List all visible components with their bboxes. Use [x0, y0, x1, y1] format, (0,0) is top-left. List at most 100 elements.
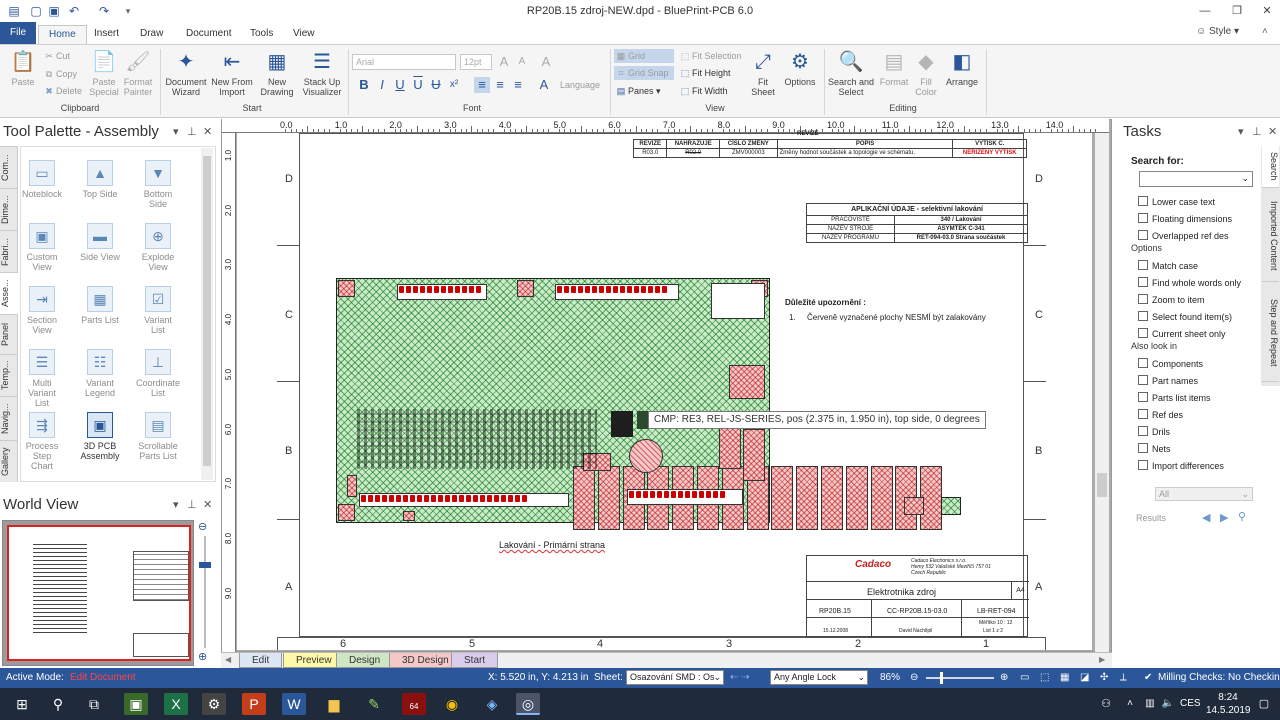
search-icon[interactable]: ⚲ [52, 696, 64, 712]
tab-home[interactable]: Home [38, 25, 87, 44]
help-icon[interactable]: ☺ [1196, 26, 1209, 37]
side-tab-imported-content[interactable]: Imported Content [1262, 190, 1279, 282]
font-family-select[interactable]: Arial [352, 54, 456, 70]
palette-item[interactable]: ▼Bottom Side [128, 160, 188, 209]
angle-lock-select[interactable]: Any Angle Lock⌄ [770, 670, 868, 685]
checkbox[interactable] [1138, 409, 1148, 419]
sheet-tab-design[interactable]: Design [336, 653, 394, 668]
zoom-out-button[interactable]: ⊖ [910, 672, 919, 683]
fit-sheet-button[interactable]: ⤢Fit Sheet [751, 51, 775, 97]
tasks-close-icon[interactable]: ✕ [1268, 126, 1278, 138]
search-icon[interactable]: ⚲ [1238, 511, 1247, 523]
relay-component[interactable] [821, 466, 843, 530]
search-select-button[interactable]: 🔍Search and Select [827, 51, 875, 97]
side-tab-search[interactable]: Search [1262, 146, 1279, 188]
palette-item[interactable]: ☑Variant List [128, 286, 188, 335]
previous-result-icon[interactable]: ◀ [1202, 512, 1211, 524]
drawing-sheet[interactable]: D C B A D C B A 6 5 4 3 2 1 REVIZE REVIZ… [237, 131, 1092, 650]
people-icon[interactable]: ⚇ [1101, 698, 1111, 710]
strikethrough-icon[interactable]: U [431, 77, 441, 92]
tab-draw[interactable]: Draw [140, 28, 164, 39]
undo-icon[interactable]: ↶ [68, 4, 80, 18]
bold-icon[interactable]: B [359, 77, 369, 92]
checkbox[interactable] [1138, 443, 1148, 453]
snap-icon[interactable]: ✣ [1100, 672, 1109, 683]
blueprint-taskbar-icon[interactable]: ◎ [516, 693, 540, 715]
text-effect-icon[interactable]: A [539, 77, 549, 92]
qat-dropdown-icon[interactable]: ▾ [125, 6, 131, 16]
palette-scrollbar[interactable] [201, 148, 213, 480]
checkbox[interactable] [1138, 260, 1148, 270]
fit-page-icon[interactable]: ⬚ [1040, 672, 1050, 683]
sheet-tab-start[interactable]: Start [451, 653, 499, 668]
palette-item[interactable]: ⊕Explode View [128, 223, 188, 272]
palette-item[interactable]: ▤Scrollable Parts List [128, 412, 188, 461]
palette-item[interactable]: ▣3D PCB Assembly [70, 412, 130, 461]
world-view-menu-icon[interactable]: ▾ [173, 499, 179, 511]
sheet-select[interactable]: Osazování SMD : Os⌄ [626, 670, 724, 685]
align-left-icon[interactable]: ≡ [474, 77, 490, 93]
cut-button[interactable]: ✂Cut [42, 49, 70, 63]
relay-component[interactable] [771, 466, 794, 530]
palette-item[interactable]: ⊥Coordinate List [128, 349, 188, 398]
pin-icon[interactable]: ⊥ [187, 126, 197, 138]
world-view-thumbnail[interactable] [2, 520, 194, 666]
grid-view-icon[interactable]: ▦ [1060, 672, 1070, 683]
option-checkbox[interactable]: Match case [1138, 260, 1198, 271]
tasks-pin-icon[interactable]: ⊥ [1252, 126, 1262, 138]
palette-close-icon[interactable]: ✕ [203, 126, 213, 138]
grow-font-icon[interactable]: A [499, 54, 509, 69]
network-icon[interactable]: ▥ [1145, 698, 1155, 709]
paste-special-button[interactable]: 📄Paste Special [89, 51, 119, 97]
sheet-tab-edit[interactable]: Edit [239, 653, 283, 668]
new-from-import-button[interactable]: ⇤New From Import [211, 51, 253, 97]
world-view-pin-icon[interactable]: ⊥ [187, 499, 197, 511]
language-button[interactable]: Language [560, 80, 601, 90]
look-in-checkbox[interactable]: Drils [1138, 426, 1170, 437]
checkbox[interactable] [1138, 328, 1148, 338]
word-icon[interactable]: W [282, 693, 306, 715]
look-in-checkbox[interactable]: Parts list items [1138, 392, 1211, 403]
close-button[interactable]: ✕ [1262, 5, 1272, 17]
grid-toggle[interactable]: ▦Grid [614, 49, 674, 63]
new-drawing-button[interactable]: ▦New Drawing [260, 51, 294, 97]
scroll-left-icon[interactable]: ◀ [225, 655, 232, 664]
fill-color-button[interactable]: ◆Fill Color [910, 49, 942, 97]
search-option-checkbox[interactable]: Lower case text [1138, 196, 1215, 207]
sheet-view-icon[interactable]: ▭ [1020, 672, 1030, 683]
checkbox[interactable] [1138, 196, 1148, 206]
app-icon[interactable]: ⚙ [202, 693, 226, 715]
search-for-input[interactable]: ⌄ [1139, 171, 1253, 187]
palette-item[interactable]: ☷Variant Legend [70, 349, 130, 398]
tab-file[interactable]: File [0, 22, 37, 44]
look-in-checkbox[interactable]: Components [1138, 358, 1203, 369]
maximize-button[interactable]: ❐ [1232, 5, 1242, 17]
checkbox[interactable] [1138, 392, 1148, 402]
relay-component[interactable] [573, 466, 595, 530]
app-icon[interactable]: 64 [402, 693, 426, 715]
tab-view[interactable]: View [293, 28, 315, 39]
chrome-icon[interactable]: ◉ [445, 696, 459, 712]
option-checkbox[interactable]: Current sheet only [1138, 328, 1226, 339]
checkbox[interactable] [1138, 294, 1148, 304]
search-option-checkbox[interactable]: Floating dimensions [1138, 213, 1232, 224]
relay-component[interactable] [597, 466, 620, 530]
checkbox[interactable] [1138, 230, 1148, 240]
next-result-icon[interactable]: ▶ [1220, 512, 1229, 524]
tab-document[interactable]: Document [186, 28, 232, 39]
format-button[interactable]: ▤Format [879, 51, 909, 87]
palette-item[interactable]: ☰Multi Variant List [12, 349, 72, 408]
grid-snap-toggle[interactable]: ⌗Grid Snap [614, 66, 674, 80]
save-icon[interactable]: ▣ [48, 4, 60, 18]
superscript-icon[interactable]: x² [449, 79, 459, 90]
file-explorer-icon[interactable]: ▆ [328, 696, 340, 712]
palette-item[interactable]: ⇥Section View [12, 286, 72, 335]
options-button[interactable]: ⚙Options [784, 51, 816, 87]
checkbox[interactable] [1138, 426, 1148, 436]
checkbox[interactable] [1138, 358, 1148, 368]
look-in-checkbox[interactable]: Import differences [1138, 460, 1224, 471]
relay-component[interactable] [746, 466, 769, 530]
redo-icon[interactable]: ↷ [98, 4, 110, 18]
relay-component[interactable] [845, 466, 868, 530]
